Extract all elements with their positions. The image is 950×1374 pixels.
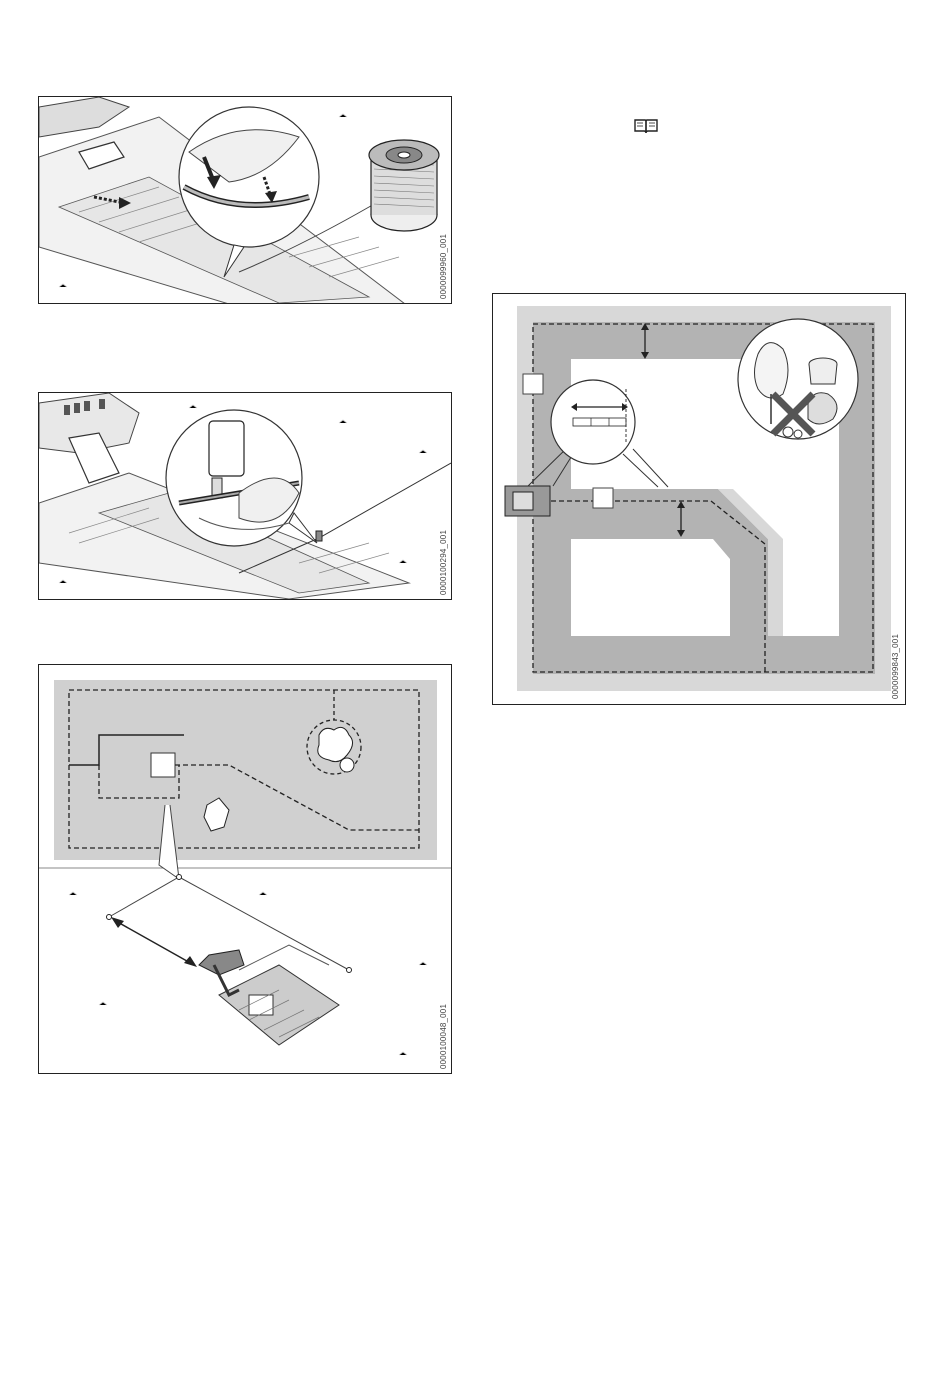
figure-code: 0000099960_001 xyxy=(439,234,448,299)
wire-insertion-illustration xyxy=(39,97,451,303)
figure-code: 0000099843_001 xyxy=(891,634,900,699)
peg-hammering-illustration xyxy=(39,393,451,599)
trees-crossed-icon xyxy=(738,319,858,439)
figure-boundary-distance: 0000099843_001 xyxy=(492,293,906,705)
boundary-distance-illustration xyxy=(493,294,905,704)
figure-code: 0000100294_001 xyxy=(439,530,448,595)
wire-spool-icon xyxy=(369,140,439,231)
dock-placement-illustration xyxy=(39,665,451,1073)
figure-wire-insertion: 0000099960_001 xyxy=(38,96,452,304)
figure-code: 0000100048_001 xyxy=(439,1004,448,1069)
figure-dock-placement: 0000100048_001 xyxy=(38,664,452,1074)
figure-peg-hammering: 0000100294_001 xyxy=(38,392,452,600)
book-icon xyxy=(633,118,659,134)
